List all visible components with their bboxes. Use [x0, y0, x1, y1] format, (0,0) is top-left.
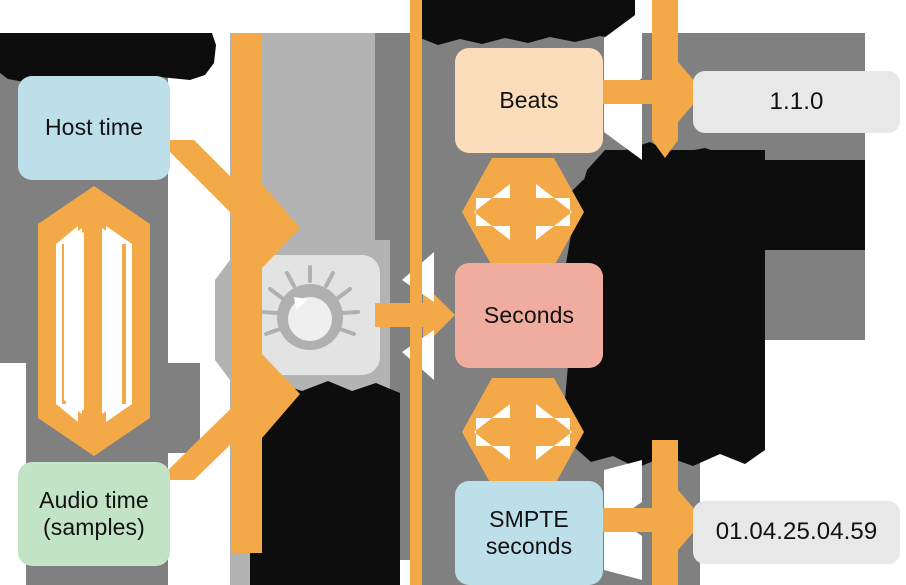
node-host-time-label: Host time: [44, 114, 144, 141]
bidirectional-arrow-hexagon-icon-seconds: [462, 378, 584, 486]
white-wedge-seconds: [402, 252, 434, 380]
node-smpte-seconds-label: SMPTE seconds: [486, 506, 572, 560]
node-smpte-label-line1: SMPTE: [489, 505, 569, 532]
orange-vertical-bar-left: [232, 33, 262, 553]
node-seconds[interactable]: Seconds: [455, 263, 603, 368]
value-beats: 1.1.0: [769, 87, 824, 115]
arrow-right-icon-beats-to-value: [600, 0, 704, 160]
node-audio-time[interactable]: Audio time (samples): [18, 462, 170, 566]
node-beats[interactable]: Beats: [455, 48, 603, 153]
cutout-left-gap2: [200, 33, 230, 453]
node-audio-time-label-line2: (samples): [43, 514, 145, 540]
arrow-right-icon-smpte-to-value: [600, 440, 704, 585]
node-smpte-label-line2: seconds: [485, 533, 573, 559]
node-host-time[interactable]: Host time: [18, 76, 170, 180]
node-audio-time-label: Audio time (samples): [39, 487, 149, 541]
bidirectional-arrow-hexagon-icon-beats: [462, 158, 584, 266]
redaction-block-bottom-mid: [250, 381, 400, 585]
node-seconds-label: Seconds: [483, 301, 575, 328]
node-beats-label: Beats: [499, 86, 559, 113]
knob-icon: [260, 265, 360, 350]
orange-vertical-bar-right: [410, 0, 422, 585]
node-audio-time-label-line1: Audio time: [39, 486, 149, 513]
redaction-block-top-right: [420, 0, 635, 45]
redaction-block-right-column: [565, 150, 765, 468]
redaction-block-top-left: [0, 33, 216, 83]
value-box-smpte[interactable]: 01.04.25.04.59: [693, 501, 900, 564]
value-smpte: 01.04.25.04.59: [715, 518, 878, 546]
diagonal-arrow-down-right-icon: [162, 140, 300, 268]
left-arrow-tips: [44, 188, 144, 454]
node-smpte-seconds[interactable]: SMPTE seconds: [455, 481, 603, 585]
value-box-beats[interactable]: 1.1.0: [693, 71, 900, 133]
diagonal-arrow-up-right-icon: [162, 354, 300, 480]
vertical-double-arrow-glyphs: [66, 232, 122, 410]
